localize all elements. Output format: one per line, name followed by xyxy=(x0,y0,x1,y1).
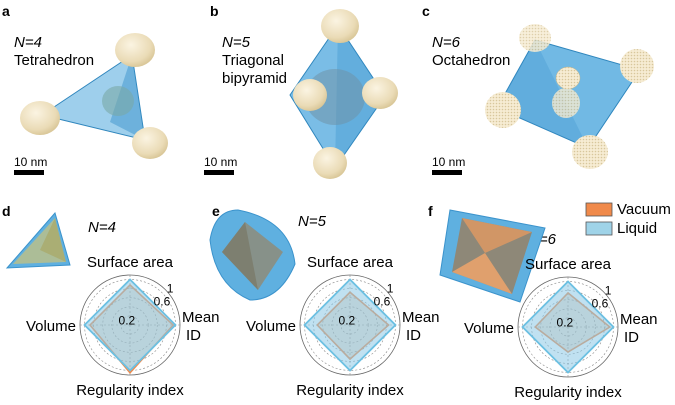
legend-label-vacuum: Vacuum xyxy=(617,201,671,218)
radar-tick-label: 0.2 xyxy=(339,313,356,327)
tetrahedron-shell-d xyxy=(5,211,71,269)
radar-axis-label-regularity-index: Regularity index xyxy=(296,382,404,399)
scale-bar-a xyxy=(14,170,44,175)
radar-axis-label-mean-id-2: ID xyxy=(186,327,201,344)
panel-b-n: N=5 xyxy=(222,34,251,51)
radar-axis-label-volume: Volume xyxy=(26,318,76,335)
radar-axis-label-mean-id-2: ID xyxy=(624,329,639,346)
radar-tick-label: 0.2 xyxy=(119,313,136,327)
panel-letter-d: d xyxy=(2,203,11,219)
radar-axis-label-mean-id: Mean xyxy=(182,309,220,326)
bipyramid-render xyxy=(289,9,398,179)
radar-axis-label-mean-id: Mean xyxy=(402,309,440,326)
panel-letter-e: e xyxy=(212,203,220,219)
scale-label-b: 10 nm xyxy=(204,155,237,169)
radar-tick-label: 0.6 xyxy=(374,294,391,308)
radar-series-liquid xyxy=(83,278,177,372)
radar-axis-label-surface-area: Surface area xyxy=(87,254,174,271)
radar-tick-label: 1 xyxy=(167,281,174,295)
radar-axis-label-mean-id-2: ID xyxy=(406,327,421,344)
legend-swatch-vacuum xyxy=(585,202,613,217)
radar-series-liquid xyxy=(521,280,615,374)
bipyramid-shell-e xyxy=(209,209,296,301)
radar-axis-label-regularity-index: Regularity index xyxy=(76,382,184,399)
scale-bar-c xyxy=(432,170,462,175)
scale-label-c: 10 nm xyxy=(432,155,465,169)
panel-d-n: N=4 xyxy=(88,219,116,236)
panel-b-shape-2: bipyramid xyxy=(222,70,287,87)
radar-tick-label: 1 xyxy=(387,281,394,295)
panel-a-shape: Tetrahedron xyxy=(14,52,94,69)
legend-swatch-liquid xyxy=(585,221,613,236)
radar-axis-label-surface-area: Surface area xyxy=(307,254,394,271)
panel-letter-c: c xyxy=(422,3,430,19)
radar-tick-label: 0.6 xyxy=(592,296,609,310)
radar-series-liquid xyxy=(303,278,397,372)
panel-c-shape: Octahedron xyxy=(432,52,510,69)
radar-axis-label-volume: Volume xyxy=(246,318,296,335)
panel-letter-a: a xyxy=(2,3,10,19)
panel-b-shape-1: Triagonal xyxy=(222,52,284,69)
radar-axis-label-regularity-index: Regularity index xyxy=(514,384,622,401)
radar-axis-label-mean-id: Mean xyxy=(620,311,658,328)
radar-tick-label: 1 xyxy=(605,283,612,297)
legend: Vacuum Liquid xyxy=(585,201,671,237)
legend-label-liquid: Liquid xyxy=(617,220,657,237)
panel-letter-f: f xyxy=(428,203,433,219)
radar-tick-label: 0.6 xyxy=(154,294,171,308)
radar-axis-label-volume: Volume xyxy=(464,320,514,337)
scale-bar-b xyxy=(204,170,234,175)
tetrahedron-render xyxy=(20,33,168,159)
octahedron-render xyxy=(485,24,654,169)
panel-letter-b: b xyxy=(210,3,219,19)
panel-e-n: N=5 xyxy=(298,213,327,230)
scale-label-a: 10 nm xyxy=(14,155,47,169)
panel-a-n: N=4 xyxy=(14,34,42,51)
radar-tick-label: 0.2 xyxy=(557,315,574,329)
radar-axis-label-surface-area: Surface area xyxy=(525,256,612,273)
panel-c-n: N=6 xyxy=(432,34,461,51)
octahedron-shell-f xyxy=(439,209,546,303)
